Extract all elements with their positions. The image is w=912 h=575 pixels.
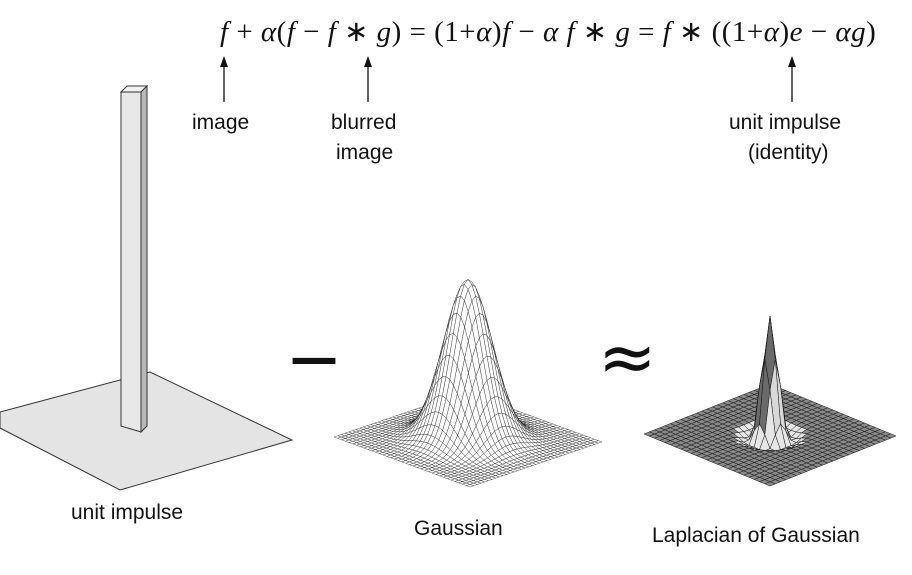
equation-term: f [327, 16, 337, 48]
equation-term: f [566, 16, 576, 48]
equation: f + α(f − f ∗ g) = (1+α)f − α f ∗ g = f … [220, 14, 876, 49]
equation-term: ∗ [575, 16, 616, 48]
gaussian-surface-plot [333, 279, 603, 488]
approx-operator: ≈ [598, 316, 657, 398]
caption-gaussian: Gaussian [414, 517, 503, 540]
equation-term: ) [779, 16, 790, 48]
equation-term: − [295, 16, 328, 48]
equation-term: ∗ ((1+ [671, 16, 764, 48]
equation-term: = [630, 16, 663, 48]
equation-term: α [260, 16, 277, 48]
equation-term: α [476, 16, 492, 48]
label-unit-impulse: unit impulse [729, 111, 842, 134]
label-blurred-image: image [336, 141, 394, 164]
equation-term: g [615, 16, 631, 48]
label-blurred: blurred [331, 111, 397, 134]
equation-term: + [228, 16, 261, 48]
equation-term: ) = (1+ [391, 16, 477, 48]
surface-mesh-cell [764, 481, 776, 487]
surface-mesh-cell [465, 484, 475, 488]
equation-term: ∗ [336, 16, 377, 48]
equation-term: α [542, 16, 559, 48]
caption-unit-impulse: unit impulse [71, 501, 184, 524]
label-identity: (identity) [748, 141, 829, 164]
minus-operator: — [290, 330, 338, 386]
equation-term: − [803, 16, 836, 48]
equation-term: αg [835, 16, 867, 48]
equation-term: g [376, 16, 392, 48]
equation-term: f [502, 16, 511, 48]
laplacian-of-gaussian-surface-plot [643, 315, 897, 487]
arrow-image [220, 56, 228, 102]
arrow-unit-impulse [788, 56, 796, 102]
equation-term: e [789, 16, 804, 48]
equation-term: ) [866, 16, 877, 48]
equation-term: ( [276, 16, 287, 48]
equation-term: f [286, 16, 296, 48]
arrow-blurred-image [364, 56, 372, 102]
equation-term: α [763, 16, 780, 48]
caption-laplacian-of-gaussian: Laplacian of Gaussian [652, 524, 860, 547]
equation-term: f [220, 16, 229, 48]
equation-term: − [510, 16, 543, 48]
label-image: image [192, 111, 250, 134]
unit-impulse-plot [0, 84, 294, 491]
equation-term: ) [491, 16, 503, 48]
equation-term: f [662, 16, 672, 48]
